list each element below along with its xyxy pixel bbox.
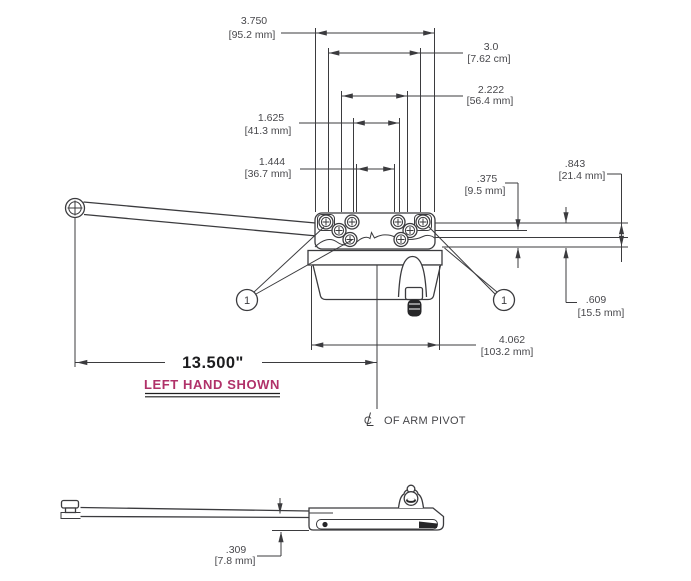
side-view: .309 [7.8 mm] — [60, 484, 445, 567]
pivot-post — [397, 484, 425, 509]
dim-2222-mm: [56.4 mm] — [467, 95, 514, 107]
operator-housing — [307, 249, 443, 409]
pivot-centerline-note: C OF ARM PIVOT — [364, 412, 466, 427]
dim-309: .309 [7.8 mm] — [215, 498, 309, 567]
dim-30-in: 3.0 — [484, 41, 499, 53]
dim-3750: 3.750 [95.2 mm] — [229, 15, 435, 212]
phillips-screw-icon — [318, 214, 334, 230]
phillips-screw-icon — [402, 222, 418, 239]
balloon-left: 1 — [235, 226, 353, 312]
dim-375: .375 [9.5 mm] — [465, 173, 521, 268]
dim-13500: 13.500" — [75, 354, 377, 372]
dim-843-in: .843 — [565, 158, 586, 170]
phillips-screw-icons — [318, 214, 431, 248]
dim-3750-mm: [95.2 mm] — [229, 29, 276, 41]
dim-1625: 1.625 [41.3 mm] — [245, 112, 400, 212]
dim-2222-in: 2.222 — [478, 84, 504, 96]
track-lines — [434, 222, 628, 248]
dim-375-in: .375 — [477, 173, 498, 185]
dim-1625-in: 1.625 — [258, 112, 284, 124]
dim-843: .843 [21.4 mm] — [559, 158, 625, 262]
dim-609: .609 [15.5 mm] — [563, 207, 625, 319]
dim-609-in: .609 — [586, 294, 607, 306]
dim-4062: 4.062 [103.2 mm] — [311, 266, 534, 358]
pivot-note-text: OF ARM PIVOT — [384, 415, 466, 427]
phillips-screw-icon — [331, 222, 347, 239]
dim-309-mm: [7.8 mm] — [215, 555, 256, 567]
dim-30-mm: [7.62 cm] — [467, 53, 510, 65]
phillips-screw-icon — [393, 231, 409, 248]
dim-375-mm: [9.5 mm] — [465, 185, 506, 197]
dim-30: 3.0 [7.62 cm] — [328, 41, 511, 212]
dim-2222: 2.222 [56.4 mm] — [341, 84, 513, 212]
phillips-screw-icon — [390, 214, 406, 230]
mounting-plate — [314, 212, 436, 250]
hand-note-text: LEFT HAND SHOWN — [144, 377, 280, 392]
side-arm-top-edge — [80, 506, 310, 512]
balloon-right-number: 1 — [501, 295, 507, 307]
side-base-rail — [308, 507, 445, 531]
dim-309-in: .309 — [226, 544, 247, 556]
side-arm-bottom-edge — [80, 515, 310, 519]
dim-13500-in: 13.500" — [182, 354, 244, 372]
dim-4062-mm: [103.2 mm] — [481, 346, 534, 358]
balloon-right: 1 — [427, 225, 516, 312]
dim-3750-in: 3.750 — [241, 15, 267, 27]
dim-1444-mm: [36.7 mm] — [245, 168, 292, 180]
dim-4062-in: 4.062 — [499, 334, 525, 346]
operator-arm — [64, 197, 322, 367]
phillips-screw-icon — [415, 214, 431, 230]
dim-609-mm: [15.5 mm] — [578, 307, 625, 319]
dim-1444-in: 1.444 — [259, 156, 285, 168]
arm-shoe — [60, 499, 81, 519]
cam-gear-profile — [314, 231, 435, 248]
dim-1625-mm: [41.3 mm] — [245, 125, 292, 137]
dim-1444: 1.444 [36.7 mm] — [245, 156, 395, 212]
top-view: 3.750 [95.2 mm] 3.0 [7.62 cm] 2.222 [56.… — [64, 15, 628, 427]
dim-843-mm: [21.4 mm] — [559, 170, 606, 182]
worm-collar — [404, 286, 424, 301]
phillips-screw-icon — [344, 214, 360, 230]
hand-note: LEFT HAND SHOWN — [144, 377, 280, 398]
balloon-left-number: 1 — [244, 295, 250, 307]
worm-gear-icon — [407, 299, 422, 317]
